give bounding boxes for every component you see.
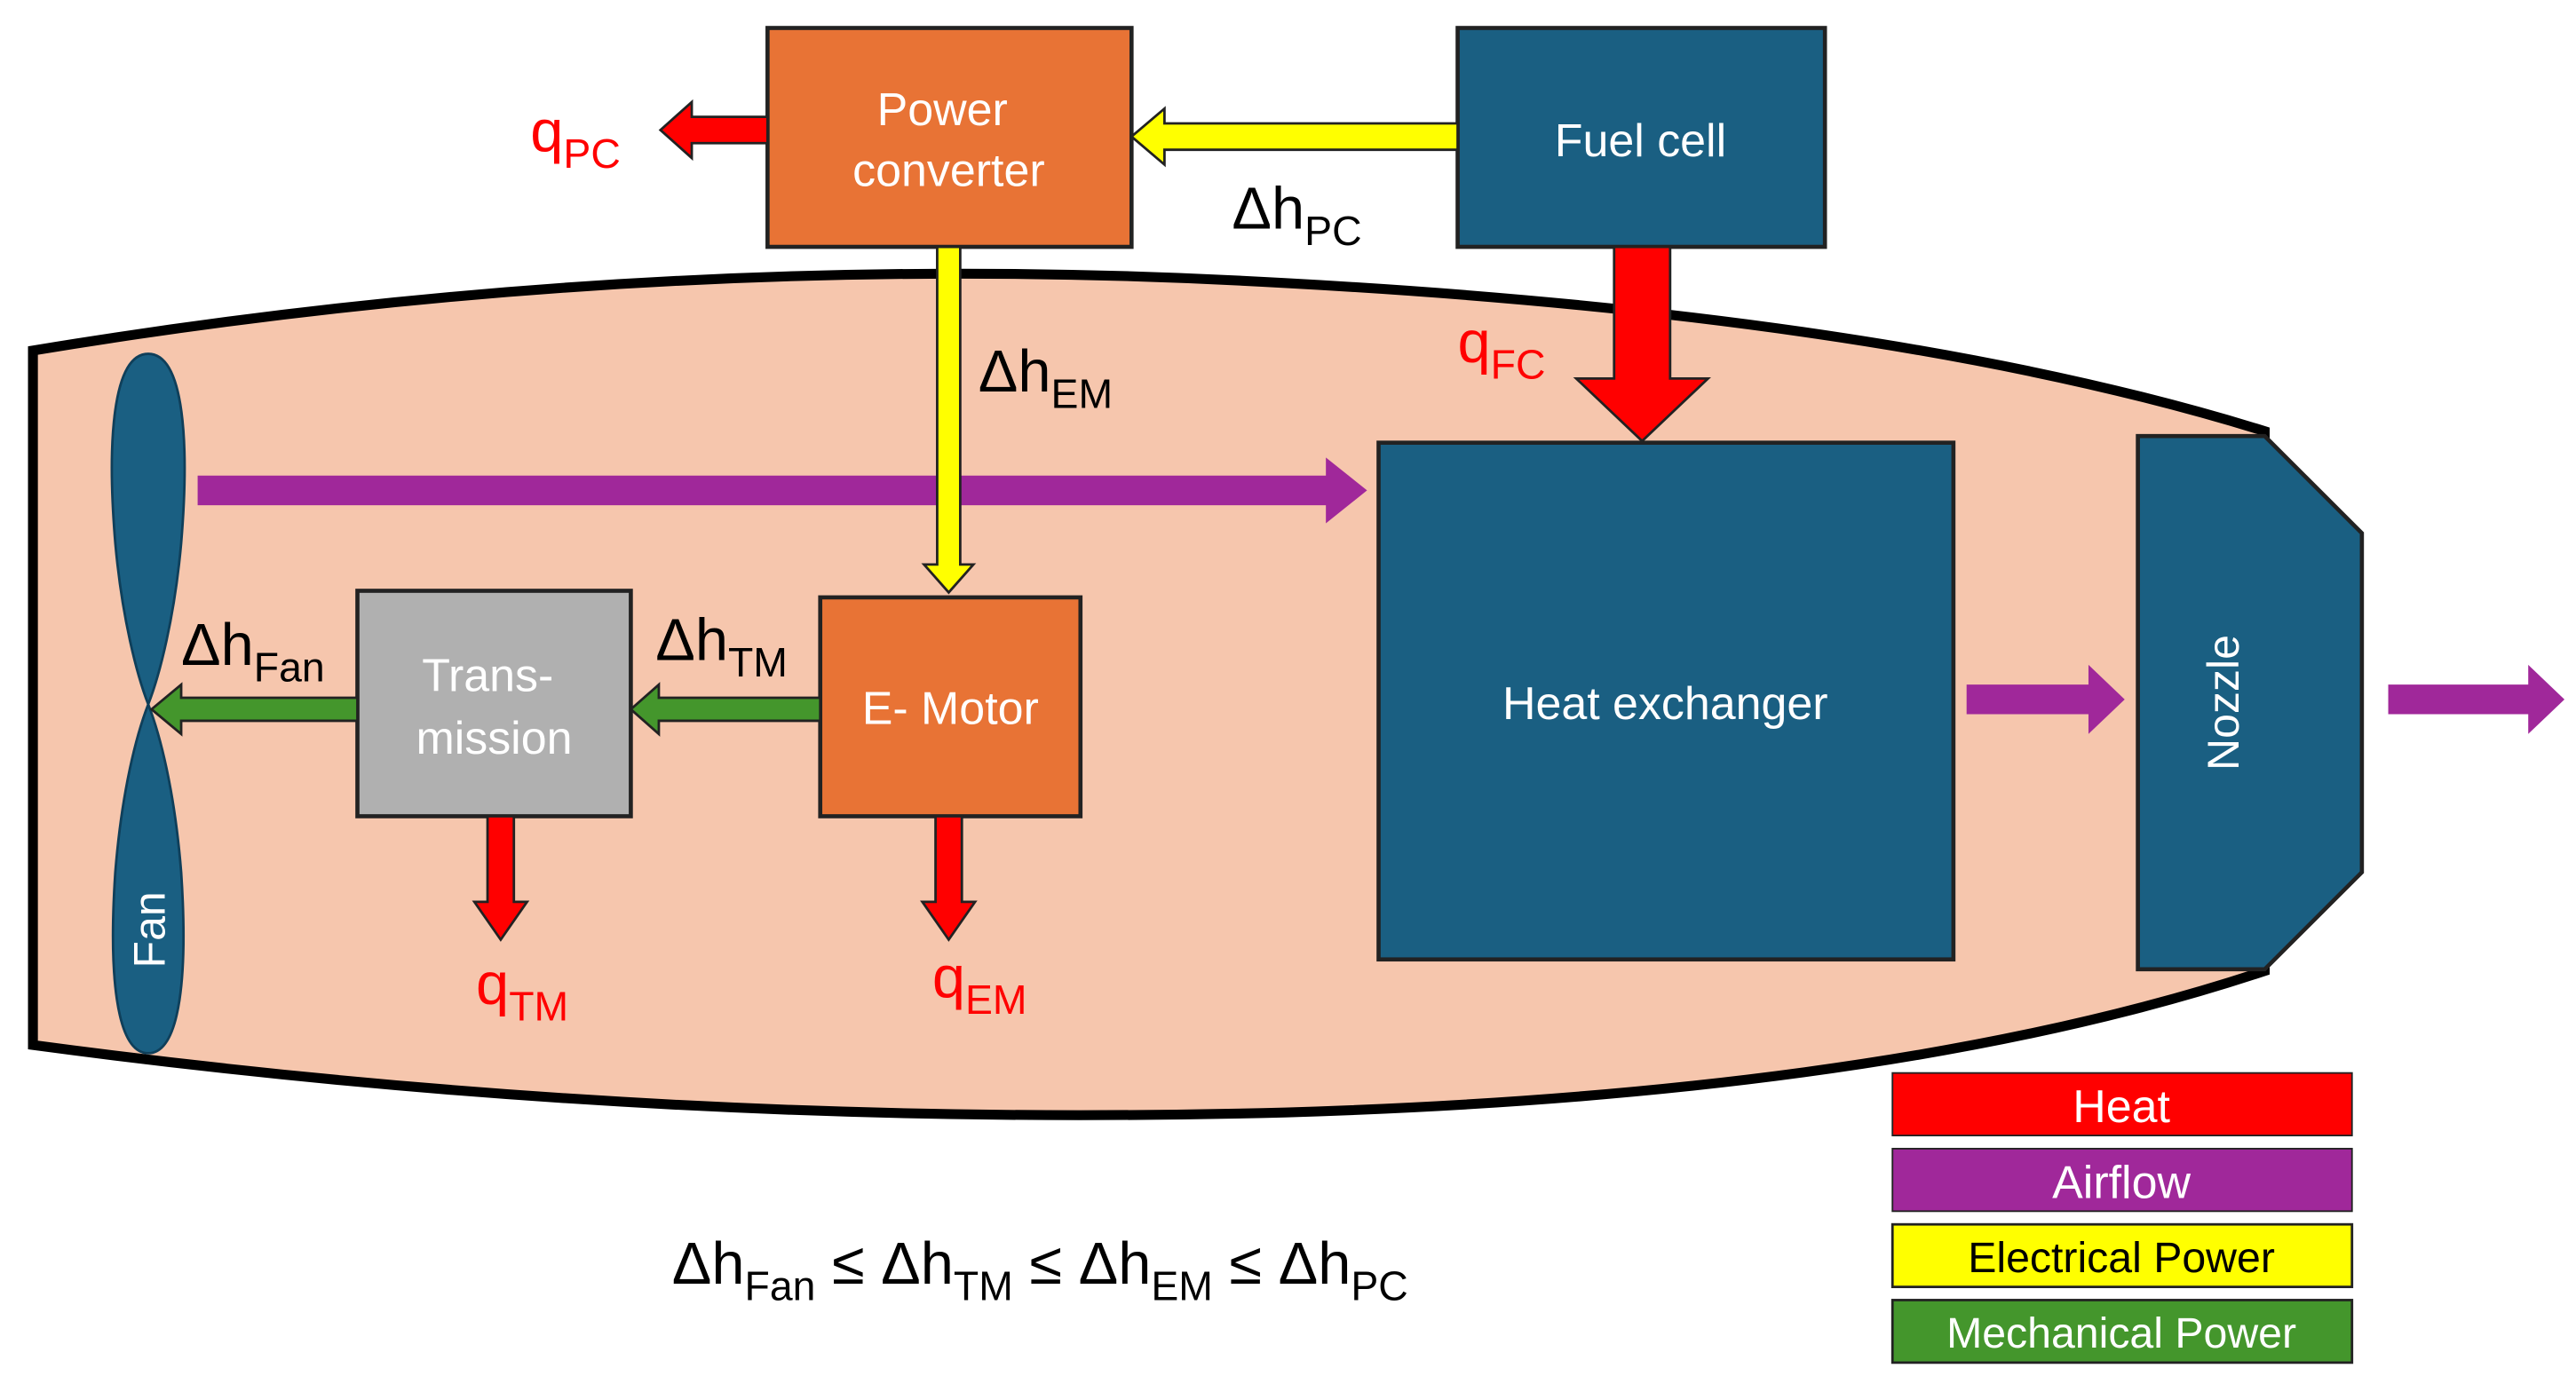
mechanical-arrow-transmission-to-fan <box>149 682 359 737</box>
label-dh-pc-sub: PC <box>1304 208 1361 254</box>
ineq-sub-1: Fan <box>745 1262 816 1309</box>
heat-exchanger-label: Heat exchanger <box>1502 678 1828 730</box>
legend: Heat Airflow Electrical Power Mechanical… <box>1890 1072 2354 1364</box>
label-dh-em-base: Δh <box>979 339 1051 405</box>
label-q-fc-base: q <box>1458 310 1491 376</box>
ineq-op-1: ≤ <box>815 1231 881 1297</box>
legend-mechanical-swatch <box>1890 1299 2354 1364</box>
heat-exchanger-box <box>1376 440 1956 962</box>
label-q-pc-base: q <box>530 99 563 165</box>
label-q-em-sub: EM <box>965 977 1027 1023</box>
nozzle-label: Nozzle <box>2199 635 2248 771</box>
airflow-arrow-to-nozzle <box>1966 664 2125 734</box>
electrical-arrow-fuelcell-to-converter <box>1129 106 1459 168</box>
label-q-pc: qPC <box>530 99 621 178</box>
legend-airflow-swatch <box>1891 1147 2353 1213</box>
fan-label: Fan <box>125 891 175 968</box>
power-converter-label-line2: converter <box>852 145 1044 196</box>
ineq-term-2: Δh <box>881 1231 954 1297</box>
label-dh-em-sub: EM <box>1051 371 1114 417</box>
label-dh-pc: ΔhPC <box>1232 177 1361 255</box>
label-dh-fan-sub: Fan <box>254 644 325 690</box>
ineq-term-3: Δh <box>1079 1231 1152 1297</box>
airflow-arrow-main <box>197 457 1367 524</box>
legend-electrical-swatch <box>1890 1222 2354 1289</box>
transmission-label: Trans- mission <box>416 651 572 764</box>
legend-mechanical-label: Mechanical Power <box>1946 1309 2296 1357</box>
fan: Fan <box>110 352 186 1055</box>
label-dh-tm: ΔhTM <box>655 607 788 685</box>
electrical-arrow-converter-to-motor <box>921 245 977 595</box>
ineq-sub-3: EM <box>1151 1262 1213 1309</box>
airflow-arrow-exhaust <box>2388 664 2565 734</box>
legend-heat-label: Heat <box>2073 1081 2170 1133</box>
ineq-op-3: ≤ <box>1213 1231 1279 1297</box>
label-dh-tm-base: Δh <box>655 607 728 673</box>
nozzle-shape <box>2136 433 2365 972</box>
label-q-tm: qTM <box>476 952 568 1030</box>
power-converter-label: Power converter <box>852 84 1044 197</box>
legend-electrical-label: Electrical Power <box>1968 1234 2275 1282</box>
ineq-sub-2: TM <box>954 1262 1013 1309</box>
label-q-fc-sub: FC <box>1491 341 1546 387</box>
heat-arrow-fuel-cell <box>1573 245 1711 443</box>
legend-heat-swatch <box>1891 1072 2353 1137</box>
label-dh-pc-base: Δh <box>1232 177 1304 242</box>
mechanical-arrow-motor-to-transmission <box>629 682 822 737</box>
label-dh-em: ΔhEM <box>979 339 1113 417</box>
transmission-label-line1: Trans- <box>422 651 553 702</box>
fan-blade-bottom <box>111 700 185 1055</box>
power-converter-label-line1: Power <box>877 84 1008 136</box>
inequality-equation: ΔhFan ≤ ΔhTM ≤ ΔhEM ≤ ΔhPC <box>672 1231 1408 1309</box>
heat-arrow-transmission <box>472 815 530 942</box>
label-dh-tm-sub: TM <box>728 639 788 685</box>
ineq-op-2: ≤ <box>1013 1231 1079 1297</box>
power-converter-box <box>765 26 1134 249</box>
label-q-em: qEM <box>932 945 1027 1023</box>
label-q-fc: qFC <box>1458 310 1546 388</box>
ineq-term-1: Δh <box>672 1231 745 1297</box>
label-q-pc-sub: PC <box>563 130 620 177</box>
heat-arrow-power-converter <box>658 99 769 162</box>
ineq-sub-4: PC <box>1351 1262 1407 1309</box>
label-q-tm-base: q <box>476 952 509 1017</box>
label-dh-fan: ΔhFan <box>181 613 325 691</box>
label-q-tm-sub: TM <box>509 983 568 1029</box>
legend-airflow-label: Airflow <box>2052 1158 2191 1209</box>
label-q-em-base: q <box>932 945 965 1010</box>
ineq-term-4: Δh <box>1279 1231 1351 1297</box>
label-dh-fan-base: Δh <box>181 613 254 678</box>
fuel-cell-label: Fuel cell <box>1555 115 1726 167</box>
transmission-box <box>355 589 633 819</box>
transmission-label-line2: mission <box>416 713 572 764</box>
heat-arrow-e-motor <box>920 815 978 942</box>
e-motor-label: E- Motor <box>862 684 1039 735</box>
